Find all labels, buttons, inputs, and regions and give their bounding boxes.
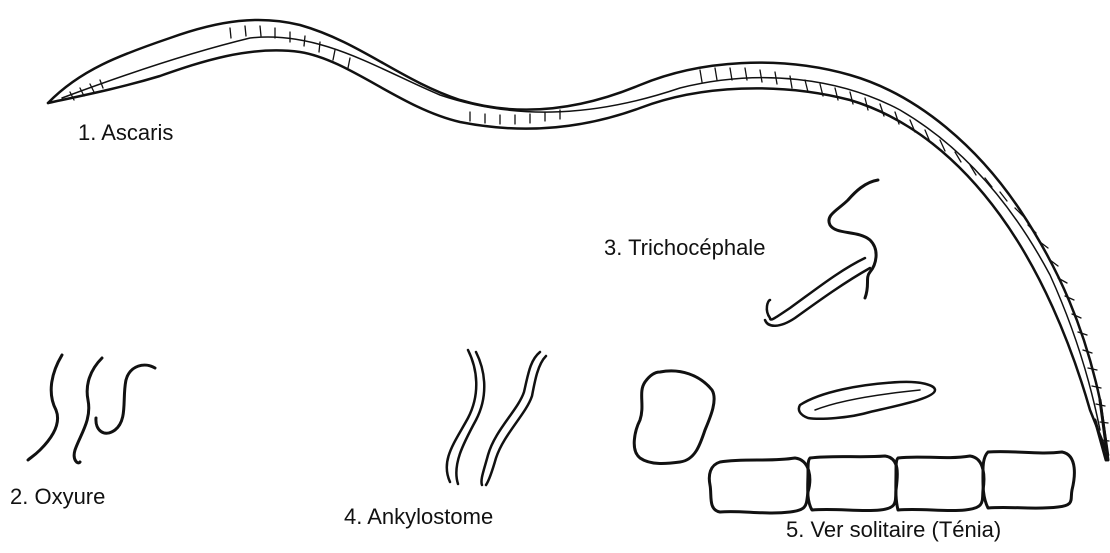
ascaris-drawing: [48, 20, 1109, 460]
oxyure-drawing: [28, 355, 155, 463]
tenia-drawing: [634, 371, 1074, 513]
trichocephale-drawing: [765, 180, 878, 326]
label-oxyure: 2. Oxyure: [10, 486, 105, 508]
ankylostome-drawing: [447, 350, 546, 485]
label-tenia: 5. Ver solitaire (Ténia): [786, 519, 1001, 541]
label-ankylostome: 4. Ankylostome: [344, 506, 493, 528]
label-trichocephale: 3. Trichocéphale: [604, 237, 765, 259]
label-ascaris: 1. Ascaris: [78, 122, 173, 144]
